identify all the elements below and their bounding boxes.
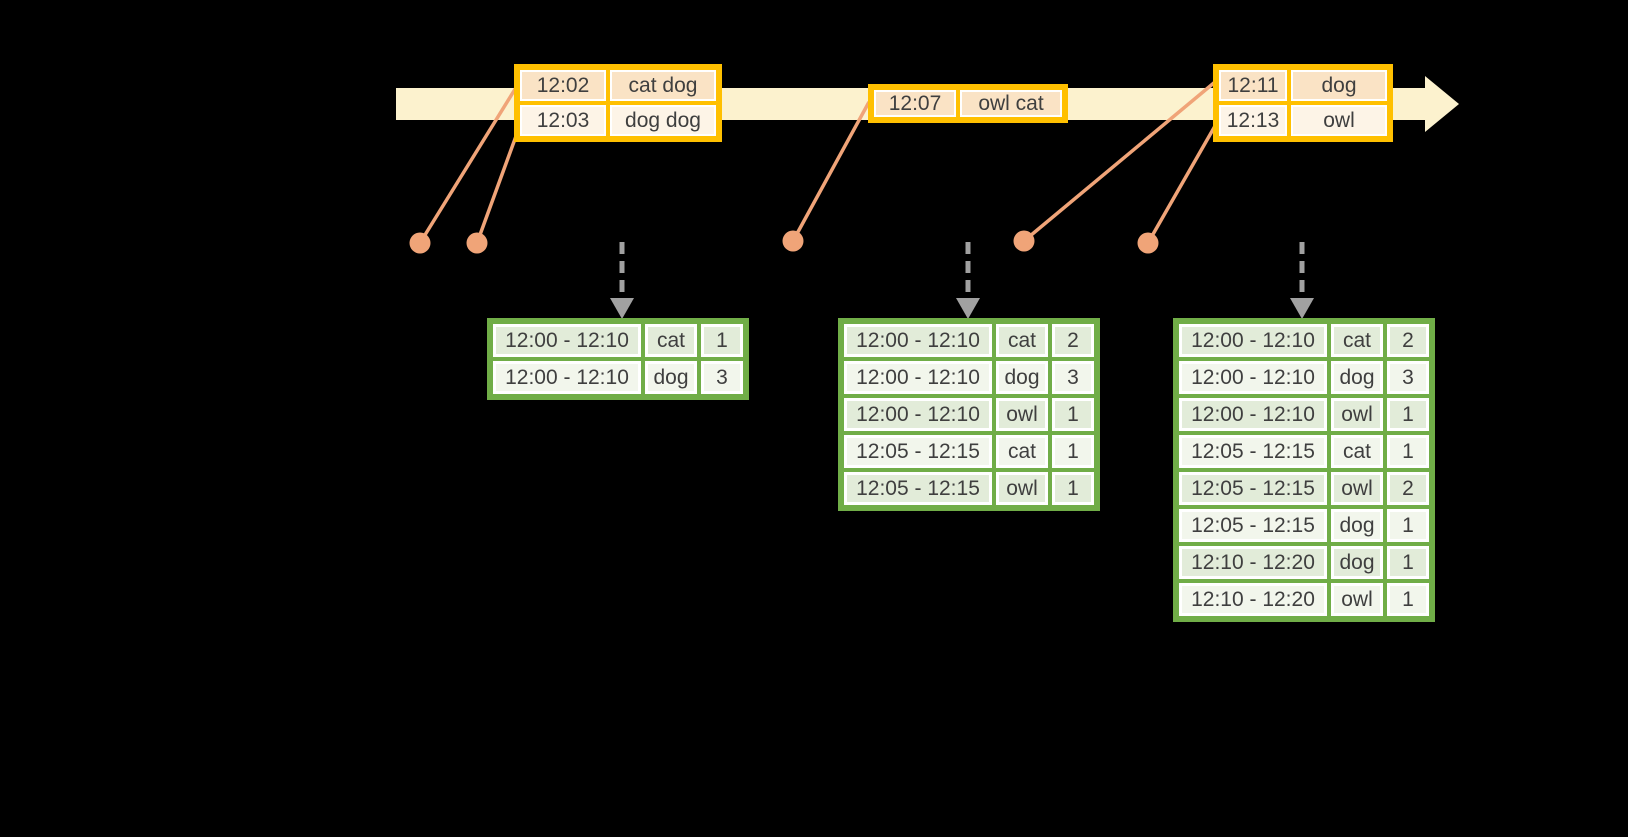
table-row: 12:10 - 12:20 dog 1	[1177, 544, 1431, 581]
event-marker-dot	[466, 232, 488, 254]
event-connector-line	[475, 127, 521, 244]
table-row: 12:07 owl cat	[872, 88, 1064, 119]
window-cell: 12:05 - 12:15	[1177, 507, 1329, 544]
event-time-cell: 12:02	[518, 68, 608, 103]
table-row: 12:11 dog	[1217, 68, 1389, 103]
window-cell: 12:00 - 12:10	[842, 322, 994, 359]
count-cell: 2	[1385, 322, 1431, 359]
word-cell: cat	[1329, 433, 1385, 470]
event-words-cell: dog	[1289, 68, 1389, 103]
word-cell: cat	[994, 433, 1050, 470]
count-cell: 1	[1385, 544, 1431, 581]
table-row: 12:00 - 12:10 dog 3	[842, 359, 1096, 396]
word-cell: dog	[643, 359, 699, 396]
count-cell: 1	[1385, 507, 1431, 544]
count-cell: 2	[1385, 470, 1431, 507]
event-time-cell: 12:11	[1217, 68, 1289, 103]
table-row: 12:03 dog dog	[518, 103, 718, 138]
word-cell: dog	[1329, 507, 1385, 544]
event-time-cell: 12:13	[1217, 103, 1289, 138]
event-connector-line	[791, 101, 871, 242]
event-words-cell: owl cat	[958, 88, 1064, 119]
word-cell: owl	[994, 396, 1050, 433]
event-words-cell: owl	[1289, 103, 1389, 138]
table-row: 12:00 - 12:10 cat 2	[842, 322, 1096, 359]
event-connector-line	[418, 85, 519, 244]
result-counts-table-1: 12:00 - 12:10 cat 1 12:00 - 12:10 dog 3	[487, 318, 749, 400]
window-cell: 12:10 - 12:20	[1177, 544, 1329, 581]
table-row: 12:05 - 12:15 cat 1	[1177, 433, 1431, 470]
table-row: 12:00 - 12:10 dog 3	[491, 359, 745, 396]
table-row: 12:10 - 12:20 owl 1	[1177, 581, 1431, 618]
count-cell: 1	[1050, 433, 1096, 470]
word-cell: owl	[1329, 581, 1385, 618]
word-cell: owl	[994, 470, 1050, 507]
count-cell: 1	[1385, 581, 1431, 618]
window-cell: 12:00 - 12:10	[1177, 396, 1329, 433]
count-cell: 1	[1385, 396, 1431, 433]
window-cell: 12:05 - 12:15	[842, 433, 994, 470]
window-cell: 12:00 - 12:10	[491, 359, 643, 396]
window-cell: 12:00 - 12:10	[491, 322, 643, 359]
input-events-table-3: 12:11 dog 12:13 owl	[1213, 64, 1393, 142]
event-marker-dot	[1137, 232, 1159, 254]
window-cell: 12:05 - 12:15	[1177, 433, 1329, 470]
word-cell: cat	[643, 322, 699, 359]
event-connector-line	[1022, 80, 1217, 243]
timeline-arrowhead-icon	[1425, 76, 1459, 132]
word-cell: owl	[1329, 470, 1385, 507]
event-connector-line	[1146, 125, 1217, 244]
window-cell: 12:00 - 12:10	[1177, 322, 1329, 359]
table-row: 12:00 - 12:10 owl 1	[1177, 396, 1431, 433]
count-cell: 1	[1385, 433, 1431, 470]
word-cell: cat	[1329, 322, 1385, 359]
table-row: 12:00 - 12:10 cat 2	[1177, 322, 1431, 359]
word-cell: cat	[994, 322, 1050, 359]
word-cell: owl	[1329, 396, 1385, 433]
emit-arrowhead-icon	[610, 298, 634, 319]
word-cell: dog	[994, 359, 1050, 396]
count-cell: 3	[699, 359, 745, 396]
window-cell: 12:10 - 12:20	[1177, 581, 1329, 618]
word-cell: dog	[1329, 359, 1385, 396]
table-row: 12:05 - 12:15 cat 1	[842, 433, 1096, 470]
count-cell: 1	[1050, 396, 1096, 433]
event-marker-dot	[409, 232, 431, 254]
window-cell: 12:00 - 12:10	[1177, 359, 1329, 396]
window-cell: 12:00 - 12:10	[842, 396, 994, 433]
window-cell: 12:00 - 12:10	[842, 359, 994, 396]
count-cell: 3	[1050, 359, 1096, 396]
table-row: 12:00 - 12:10 owl 1	[842, 396, 1096, 433]
table-row: 12:02 cat dog	[518, 68, 718, 103]
event-words-cell: cat dog	[608, 68, 718, 103]
input-events-table-1: 12:02 cat dog 12:03 dog dog	[514, 64, 722, 142]
count-cell: 2	[1050, 322, 1096, 359]
event-marker-dot	[1013, 230, 1035, 252]
word-cell: dog	[1329, 544, 1385, 581]
event-time-cell: 12:03	[518, 103, 608, 138]
event-words-cell: dog dog	[608, 103, 718, 138]
event-marker-dot	[782, 230, 804, 252]
table-row: 12:00 - 12:10 dog 3	[1177, 359, 1431, 396]
window-cell: 12:05 - 12:15	[842, 470, 994, 507]
window-cell: 12:05 - 12:15	[1177, 470, 1329, 507]
table-row: 12:05 - 12:15 dog 1	[1177, 507, 1431, 544]
count-cell: 1	[1050, 470, 1096, 507]
emit-arrowhead-icon	[1290, 298, 1314, 319]
result-counts-table-2: 12:00 - 12:10 cat 2 12:00 - 12:10 dog 3 …	[838, 318, 1100, 511]
count-cell: 3	[1385, 359, 1431, 396]
input-events-table-2: 12:07 owl cat	[868, 84, 1068, 123]
table-row: 12:05 - 12:15 owl 2	[1177, 470, 1431, 507]
emit-arrowhead-icon	[956, 298, 980, 319]
table-row: 12:00 - 12:10 cat 1	[491, 322, 745, 359]
result-counts-table-3: 12:00 - 12:10 cat 2 12:00 - 12:10 dog 3 …	[1173, 318, 1435, 622]
table-row: 12:05 - 12:15 owl 1	[842, 470, 1096, 507]
event-time-cell: 12:07	[872, 88, 958, 119]
table-row: 12:13 owl	[1217, 103, 1389, 138]
count-cell: 1	[699, 322, 745, 359]
